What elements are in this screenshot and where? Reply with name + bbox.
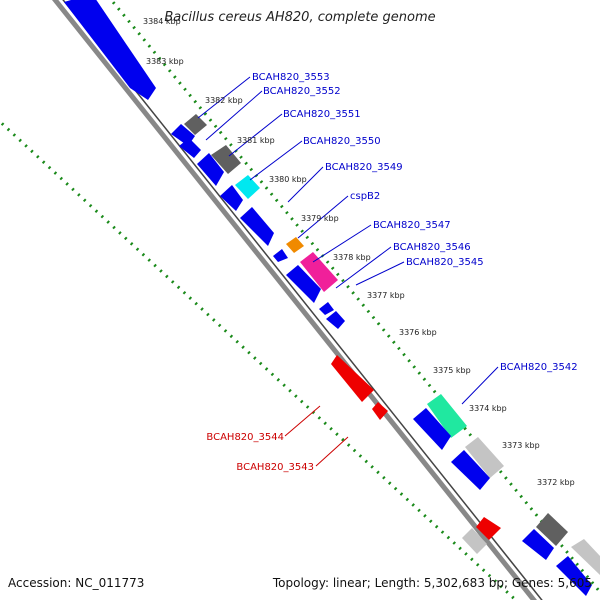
gene-arrow[interactable] xyxy=(413,408,451,450)
gene-arrow[interactable] xyxy=(179,138,201,158)
gene-arrow[interactable] xyxy=(64,0,156,100)
ruler-label: 3372 kbp xyxy=(537,478,575,487)
gene-block[interactable] xyxy=(300,252,338,292)
gene-block[interactable] xyxy=(184,114,207,135)
gene-label: BCAH820_3546 xyxy=(393,242,471,253)
gene-arrow[interactable] xyxy=(326,311,345,329)
gene-label: BCAH820_3552 xyxy=(263,86,341,97)
gene-block[interactable] xyxy=(427,394,467,438)
gene-arrow-reverse[interactable] xyxy=(372,402,388,420)
gene-labels: BCAH820_3553BCAH820_3552BCAH820_3551BCAH… xyxy=(206,72,577,473)
gene-arrow[interactable] xyxy=(273,249,288,262)
label-connectors-reverse xyxy=(284,405,349,467)
genome-backbone xyxy=(51,0,538,600)
reverse-dotted-line xyxy=(0,119,518,600)
ruler-label: 3378 kbp xyxy=(333,253,371,262)
gene-label-reverse: BCAH820_3544 xyxy=(206,432,284,443)
gene-label: BCAH820_3542 xyxy=(500,362,578,373)
ruler-label: 3373 kbp xyxy=(502,441,540,450)
gene-arrow[interactable] xyxy=(286,265,321,303)
gene-block[interactable] xyxy=(286,237,304,253)
track-outer-line xyxy=(62,0,543,600)
ruler-label: 3383 kbp xyxy=(146,57,184,66)
gene-block[interactable] xyxy=(211,145,241,174)
ruler-label: 3376 kbp xyxy=(399,328,437,337)
ruler-label: 3377 kbp xyxy=(367,291,405,300)
gene-arrow[interactable] xyxy=(197,153,224,186)
gene-block[interactable] xyxy=(536,513,568,546)
ruler-label: 3374 kbp xyxy=(469,404,507,413)
gene-label: BCAH820_3545 xyxy=(406,257,484,268)
gene-label: cspB2 xyxy=(350,191,380,202)
gene-label: BCAH820_3551 xyxy=(283,109,361,120)
gene-block[interactable] xyxy=(462,528,487,554)
gene-label: BCAH820_3553 xyxy=(252,72,330,83)
gene-arrow[interactable] xyxy=(522,529,554,560)
ruler-label-top: 3384 kbp xyxy=(143,17,181,26)
accession-label: Accession: NC_011773 xyxy=(8,576,145,590)
gene-block[interactable] xyxy=(571,539,600,575)
gene-features xyxy=(64,0,600,596)
gene-label: BCAH820_3549 xyxy=(325,162,403,173)
gene-block[interactable] xyxy=(235,175,260,199)
ruler-dotted-line xyxy=(109,0,600,593)
ruler-label: 3379 kbp xyxy=(301,214,339,223)
gene-arrow[interactable] xyxy=(240,207,274,246)
gene-arrow-reverse[interactable] xyxy=(476,517,501,540)
gene-arrow[interactable] xyxy=(220,185,243,211)
gene-block[interactable] xyxy=(465,437,504,478)
gene-arrow-reverse[interactable] xyxy=(331,355,374,402)
ruler-label: 3381 kbp xyxy=(237,136,275,145)
ruler-label: 3375 kbp xyxy=(433,366,471,375)
label-connectors xyxy=(197,76,499,405)
page-title: Bacillus cereus AH820, complete genome xyxy=(164,10,436,25)
gene-arrow[interactable] xyxy=(319,302,334,315)
genome-summary: Topology: linear; Length: 5,302,683 bp; … xyxy=(272,576,592,590)
gene-arrow[interactable] xyxy=(556,556,592,596)
gene-label: BCAH820_3547 xyxy=(373,220,451,231)
gene-arrow[interactable] xyxy=(451,450,490,490)
ruler-label: 3382 kbp xyxy=(205,96,243,105)
ruler-label: 3380 kbp xyxy=(269,175,307,184)
gene-label: BCAH820_3550 xyxy=(303,136,381,147)
gene-label-reverse: BCAH820_3543 xyxy=(236,462,314,473)
ruler-labels: 3384 kbp 3383 kbp 3382 kbp 3381 kbp 3380 kbp… xyxy=(143,17,575,487)
